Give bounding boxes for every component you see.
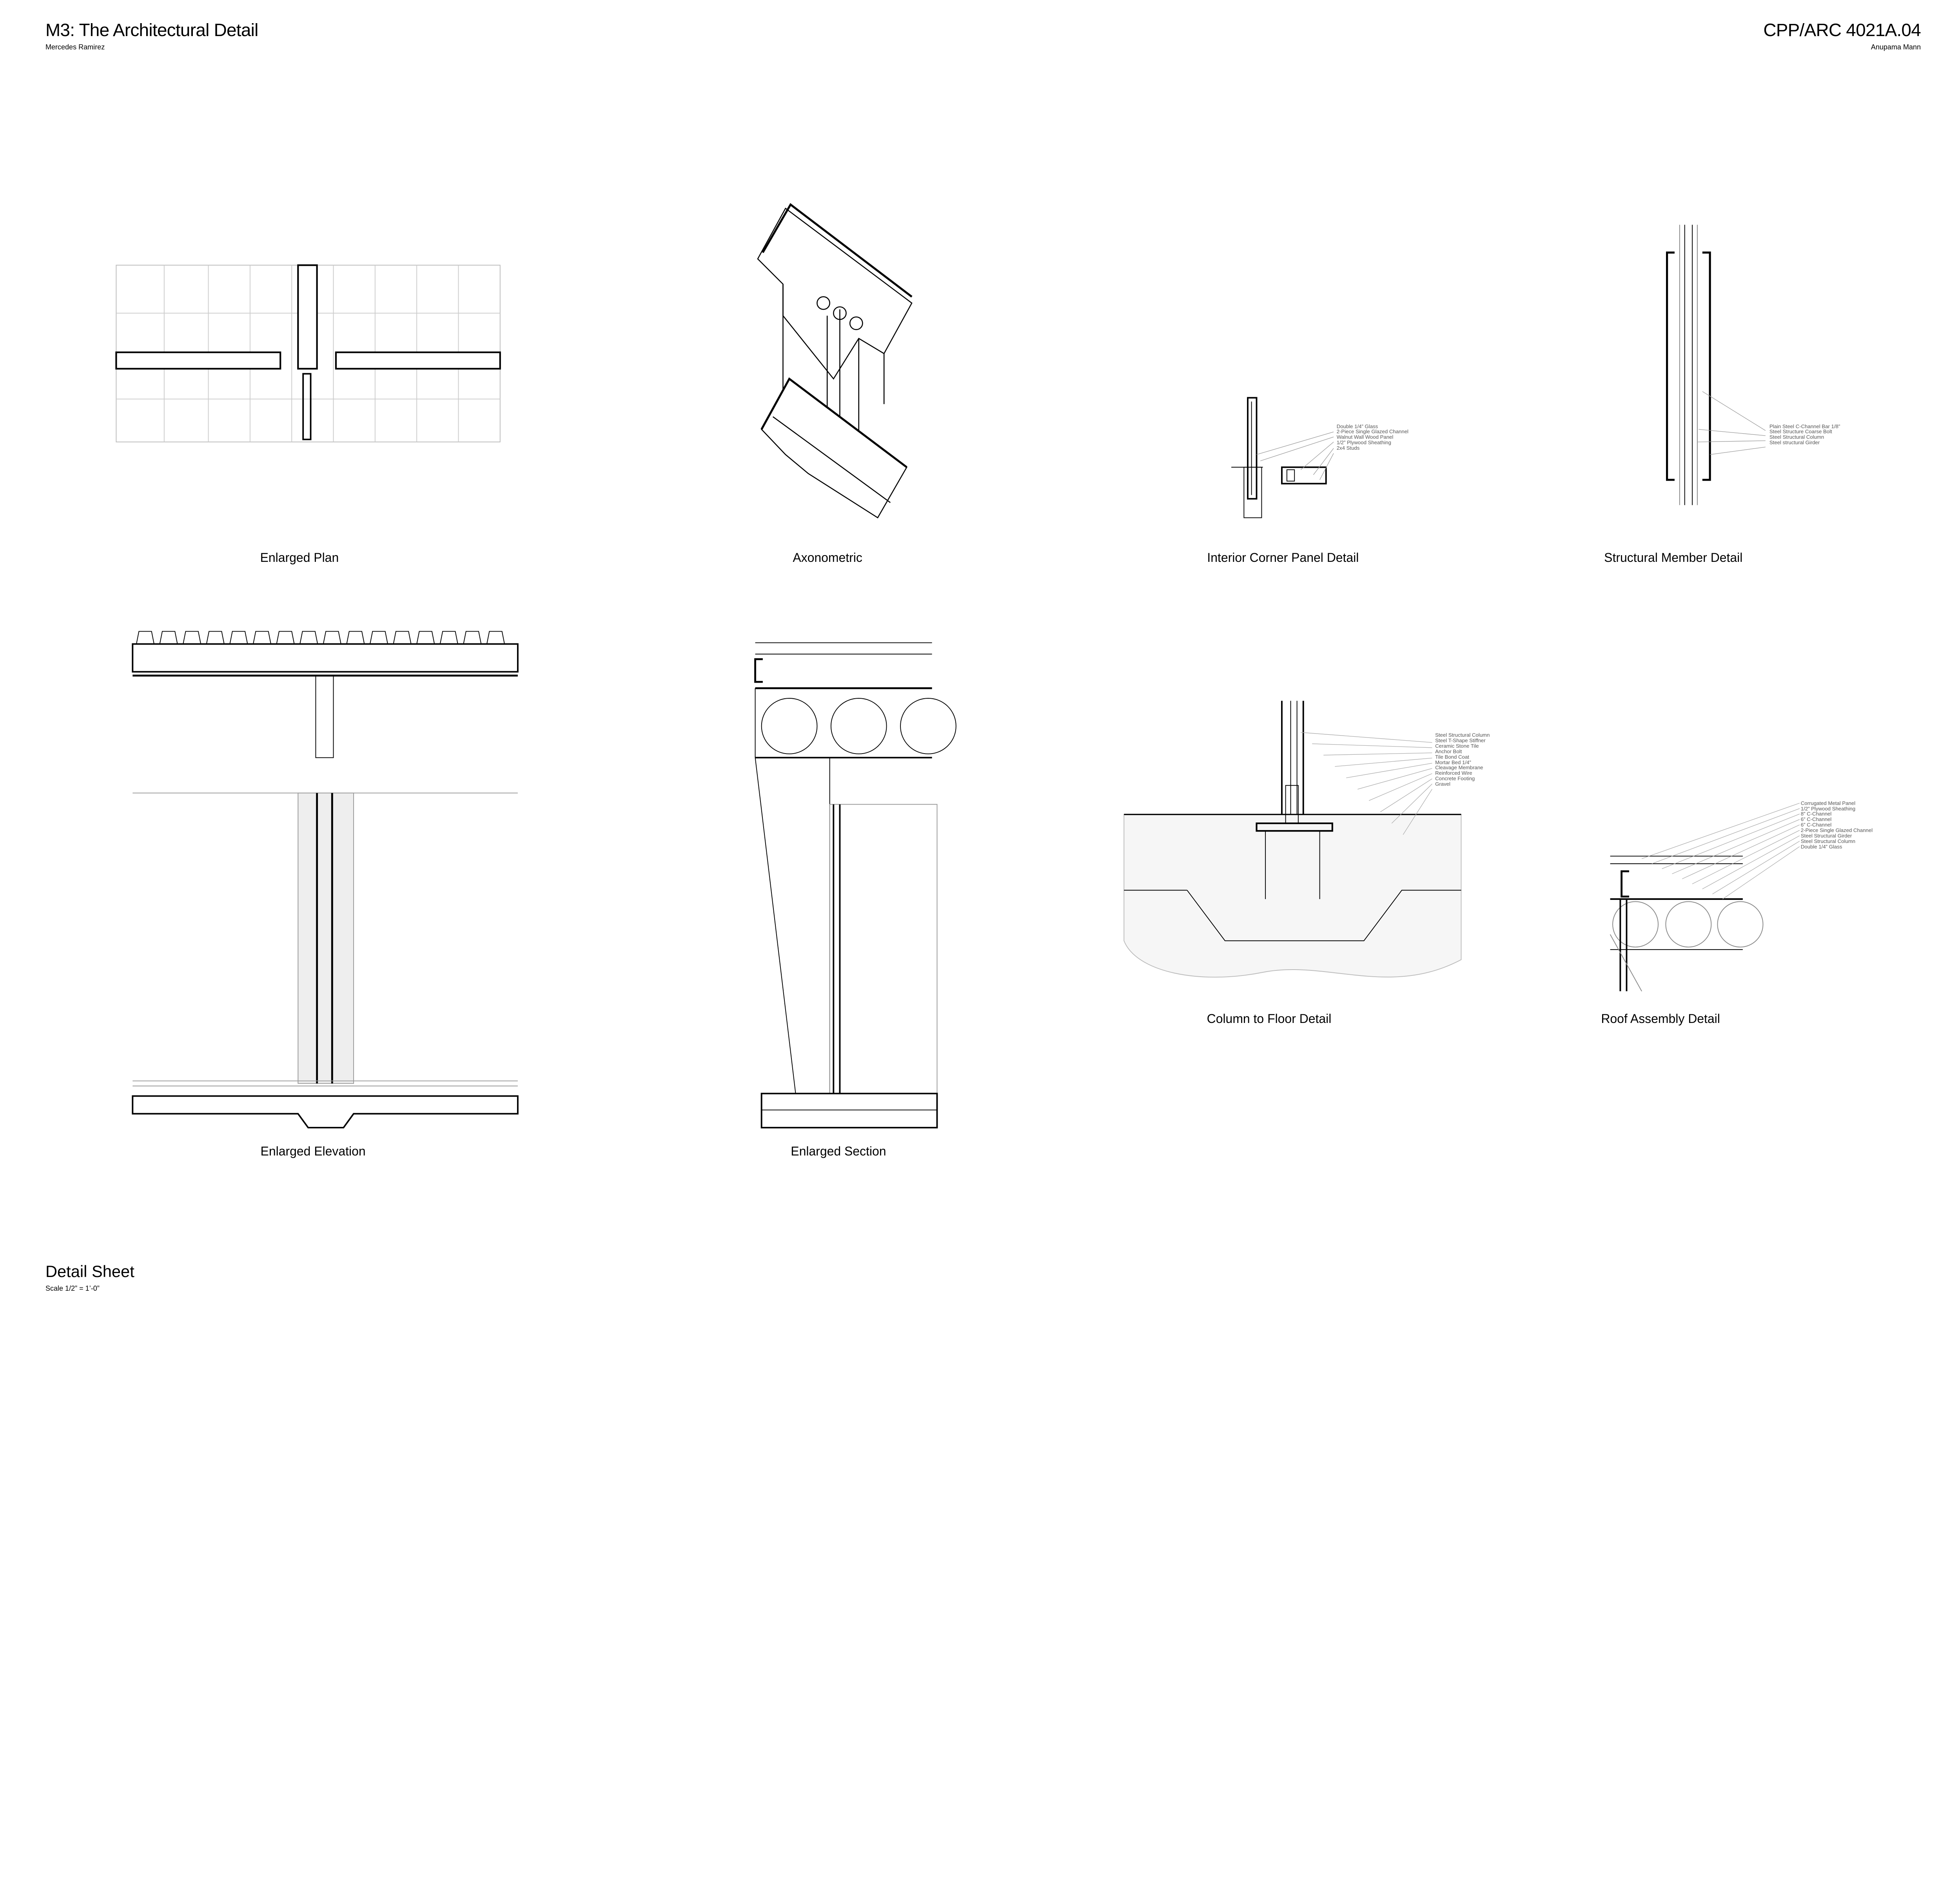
corrugation — [229, 631, 248, 644]
enlarged-plan-drawing — [115, 264, 501, 443]
label: 6” C-Channel — [1800, 822, 1832, 828]
caption-structural-member: Structural Member Detail — [1604, 550, 1743, 565]
leader-line — [1312, 743, 1432, 748]
label: Tile Bond Coat — [1435, 754, 1469, 760]
author-name: Mercedes Ramirez — [45, 43, 105, 51]
label: 6” C-Channel — [1800, 816, 1832, 823]
corrugation — [486, 631, 505, 644]
corrugation — [136, 631, 154, 644]
leader-line — [1357, 768, 1432, 790]
corrugation — [369, 631, 388, 644]
leader-line — [1323, 752, 1432, 756]
corrugation — [416, 631, 435, 644]
label: Double 1/4” Glass — [1336, 423, 1378, 429]
sheet-title: M3: The Architectural Detail — [45, 19, 258, 40]
footer-sheet-title: Detail Sheet — [45, 1262, 134, 1281]
structural-member-drawing — [1666, 225, 1766, 505]
corrugation — [183, 631, 201, 644]
leader-line — [1692, 830, 1800, 885]
label: Cleavage Membrane — [1435, 765, 1483, 771]
label: Steel Structural Girder — [1800, 833, 1852, 839]
caption-roof-assembly: Roof Assembly Detail — [1601, 1011, 1720, 1026]
label: Steel Structural Column — [1800, 838, 1856, 844]
axonometric-drawing — [757, 203, 913, 519]
corrugation — [463, 631, 482, 644]
label: 1/2” Plywood Sheathing — [1800, 805, 1856, 812]
course-code: CPP/ARC 4021A.04 — [1763, 19, 1921, 40]
leader-line — [1662, 814, 1800, 869]
label: Plain Steel C-Channel Bar 1/8” — [1769, 423, 1840, 429]
corrugation — [159, 631, 178, 644]
caption-enlarged-plan: Enlarged Plan — [260, 550, 339, 565]
leader-line — [1651, 808, 1800, 864]
wall-panel — [335, 351, 501, 370]
label: Mortar Bed 1/4” — [1435, 759, 1471, 765]
column-to-floor-drawing — [1123, 701, 1462, 978]
label: 2-Piece Single Glazed Channel — [1800, 827, 1873, 834]
label: Ceramic Stone Tile — [1435, 743, 1479, 749]
structural-member-labels: Plain Steel C-Channel Bar 1/8” Steel Str… — [1769, 423, 1840, 446]
wall-panel — [115, 351, 281, 370]
leader-line — [1346, 763, 1432, 778]
column — [297, 264, 318, 370]
corrugation — [252, 631, 271, 644]
column-floor-labels: Steel Structural Column Steel T-Shape St… — [1435, 732, 1490, 787]
enlarged-section-drawing — [754, 642, 956, 1128]
leader-line — [1369, 773, 1432, 801]
roof-assembly-labels: Corrugated Metal Panel 1/2” Plywood Shea… — [1800, 800, 1873, 850]
label: Corrugated Metal Panel — [1800, 800, 1856, 806]
label: Steel structural Girder — [1769, 440, 1820, 446]
drawings-canvas — [115, 203, 1800, 1128]
corrugation — [393, 631, 412, 644]
corrugation — [439, 631, 458, 644]
label: 1/2” Plywood Sheathing — [1336, 440, 1391, 446]
label: Reinforced Wire — [1435, 770, 1472, 776]
footer-scale: Scale 1/2” = 1’-0” — [45, 1284, 100, 1293]
corrugation — [323, 631, 341, 644]
label: Walnut Wall Wood Panel — [1336, 434, 1394, 440]
label: Steel Structural Column — [1769, 434, 1824, 440]
corrugation — [299, 631, 318, 644]
caption-column-floor: Column to Floor Detail — [1207, 1011, 1332, 1026]
roof-assembly-drawing — [1610, 803, 1800, 992]
corrugation — [276, 631, 295, 644]
label: Gravel — [1435, 781, 1450, 787]
corrugation — [346, 631, 365, 644]
label: Steel Structure Coarse Bolt — [1769, 429, 1832, 435]
label: Concrete Footing — [1435, 776, 1475, 782]
detail-sheet: M3: The Architectural Detail Mercedes Ra… — [45, 19, 1921, 1293]
corrugation — [206, 631, 225, 644]
leader-line — [1702, 835, 1800, 889]
interior-corner-labels: Double 1/4” Glass 2-Piece Single Glazed … — [1336, 423, 1408, 451]
caption-enlarged-elevation: Enlarged Elevation — [260, 1144, 366, 1159]
glass-panel — [302, 373, 312, 440]
caption-enlarged-section: Enlarged Section — [791, 1144, 886, 1159]
label: Steel Structural Column — [1435, 732, 1490, 738]
label: 8” C-Channel — [1800, 811, 1832, 817]
enlarged-elevation-drawing — [132, 631, 519, 1128]
leader-line — [1335, 758, 1432, 767]
leader-line — [1380, 778, 1432, 812]
caption-interior-corner: Interior Corner Panel Detail — [1207, 550, 1359, 565]
label: Steel T-Shape Stiffner — [1435, 737, 1486, 743]
leader-line — [1712, 841, 1800, 894]
instructor-name: Anupama Mann — [1871, 43, 1921, 51]
label: 2-Piece Single Glazed Channel — [1336, 429, 1408, 435]
label: Anchor Bolt — [1435, 748, 1462, 754]
leader-line — [1403, 789, 1432, 835]
caption-axonometric: Axonometric — [793, 550, 862, 565]
leader-line — [1301, 732, 1432, 743]
label: 2x4 Studs — [1336, 445, 1360, 451]
interior-corner-drawing — [1231, 397, 1334, 518]
leader-line — [1672, 819, 1800, 874]
leader-line — [1641, 803, 1800, 859]
leader-line — [1391, 783, 1432, 824]
label: Double 1/4” Glass — [1800, 843, 1842, 850]
leader-line — [1682, 825, 1800, 879]
leader-line — [1722, 846, 1800, 899]
